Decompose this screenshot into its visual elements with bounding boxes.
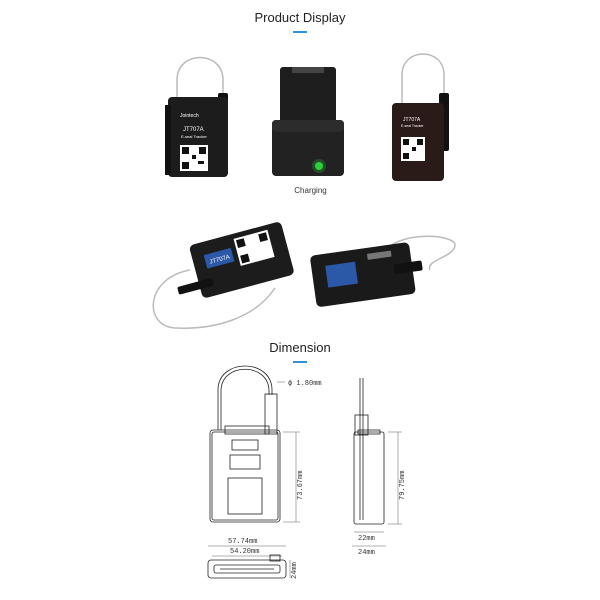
product-display-title: Product Display — [254, 10, 346, 25]
side-width-inner-label: 22mm — [358, 535, 375, 543]
subtitle-label-brown: E-seal Tracker — [401, 124, 424, 128]
model-label-angled: JT707A — [209, 255, 231, 266]
dimension-title-underline — [293, 361, 307, 363]
width-inner-label: 54.20mm — [230, 548, 259, 556]
bottom-view-drawing: 57.74mm 54.20mm 24mm — [207, 538, 299, 579]
model-label: JT707A — [183, 127, 204, 133]
cable-diameter-label: ϕ 1.80mm — [288, 380, 322, 388]
side-width-outer-label: 24mm — [358, 549, 375, 555]
bottom-height-label: 24mm — [291, 562, 299, 579]
charging-led-indicator — [315, 162, 323, 170]
product-image-tracker-back — [310, 235, 456, 307]
subtitle-label: E-seal Tracker — [181, 134, 207, 139]
side-view-drawing: 79.75mm 22mm 24mm — [352, 378, 407, 555]
product-image-charger — [272, 67, 344, 176]
width-outer-label: 57.74mm — [228, 538, 257, 546]
product-image-tracker-angled: JT707A — [152, 222, 294, 329]
brand-label: Jointech — [180, 113, 199, 119]
front-view-drawing: ϕ 1.80mm 73.67mm — [209, 365, 322, 523]
total-height-label: 79.75mm — [399, 471, 407, 500]
dimension-title: Dimension — [269, 340, 331, 355]
product-image-black-tracker: Jointech JT707A E-seal Tracker — [165, 56, 228, 177]
charging-caption: Charging — [294, 186, 327, 195]
body-height-label: 73.67mm — [297, 471, 305, 500]
product-image-brown-tracker: JT707A E-seal Tracker — [392, 53, 449, 181]
title-underline — [293, 31, 307, 33]
model-label-brown: JT707A — [403, 117, 421, 123]
